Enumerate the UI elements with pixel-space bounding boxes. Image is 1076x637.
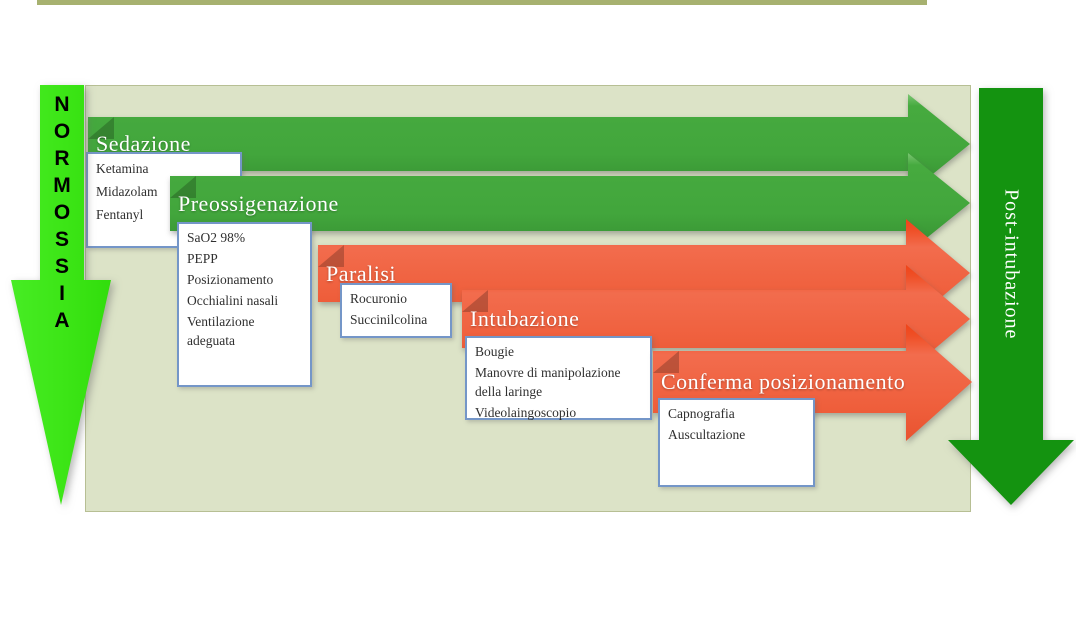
- normossia-letter: M: [53, 174, 71, 197]
- detail-box-preossigenazione: SaO2 98% PEPP Posizionamento Occhialini …: [177, 222, 312, 387]
- detail-box-conferma-posizionamento: Capnografia Auscultazione: [658, 398, 815, 487]
- normossia-label: N O R M O S S I A: [40, 91, 84, 334]
- detail-item: Auscultazione: [668, 427, 746, 442]
- detail-item: Posizionamento: [187, 272, 274, 287]
- detail-item: Capnografia: [668, 406, 735, 421]
- post-intubazione-label: Post-intubazione: [1000, 188, 1023, 340]
- normossia-arrow: N O R M O S S I A: [11, 85, 111, 505]
- detail-item: Videolaingoscopio: [475, 405, 577, 420]
- detail-item: Ketamina: [96, 161, 149, 176]
- detail-item: SaO2 98%: [187, 230, 246, 245]
- detail-item: Ventilazione adeguata: [187, 314, 255, 348]
- top-rule: [37, 0, 927, 5]
- detail-box-intubazione: Bougie Manovre di manipolazione della la…: [465, 336, 652, 420]
- detail-item: Occhialini nasali: [187, 293, 279, 308]
- step-label-paralisi: Paralisi: [326, 260, 396, 286]
- detail-box-paralisi: Rocuronio Succinilcolina: [340, 283, 452, 338]
- detail-item: PEPP: [187, 251, 218, 266]
- normossia-letter: I: [59, 282, 65, 305]
- detail-item: Midazolam: [96, 184, 158, 199]
- normossia-letter: R: [54, 147, 70, 170]
- normossia-letter: A: [54, 309, 70, 332]
- normossia-letter: S: [54, 255, 69, 278]
- step-label-conferma-posizionamento: Conferma posizionamento: [661, 369, 906, 394]
- step-arrow-preossigenazione: Preossigenazione: [170, 153, 970, 253]
- post-intubazione-arrow: Post-intubazione: [948, 88, 1074, 505]
- detail-item: Manovre di manipolazione della laringe: [475, 365, 621, 399]
- step-label-sedazione: Sedazione: [96, 131, 191, 156]
- step-label-intubazione: Intubazione: [470, 306, 580, 331]
- detail-item: Bougie: [475, 344, 514, 359]
- step-label-preossigenazione: Preossigenazione: [178, 190, 339, 216]
- detail-item: Succinilcolina: [350, 312, 428, 327]
- normossia-letter: O: [53, 201, 71, 224]
- normossia-letter: S: [54, 228, 69, 251]
- detail-item: Rocuronio: [350, 291, 407, 306]
- detail-item: Fentanyl: [96, 207, 144, 222]
- normossia-letter: O: [53, 120, 71, 143]
- normossia-letter: N: [54, 93, 70, 116]
